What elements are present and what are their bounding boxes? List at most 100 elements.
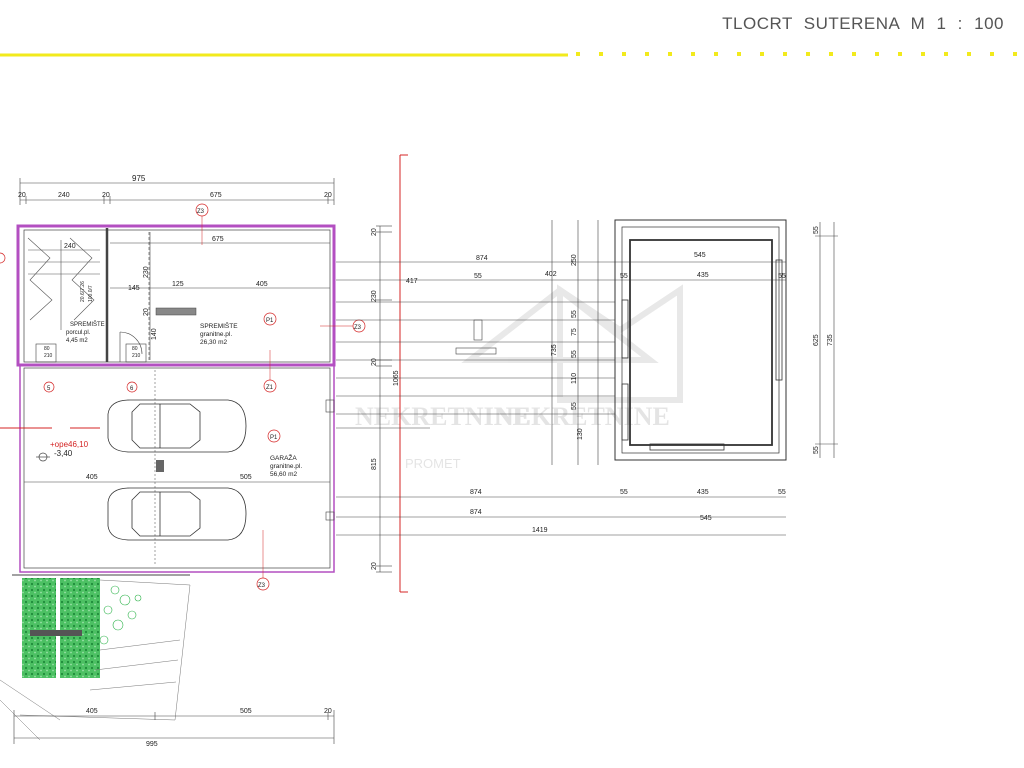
stair-note2: 100.0/7 [88,285,94,302]
tag-z3-bottom: Z3 [258,583,266,589]
watermark-text-2: NEKRETNINE [495,402,670,431]
vdim-mid-5: 55 [571,402,578,410]
vdim-2: 230 [143,266,150,278]
stair-note: 20.6/7.26 [80,281,86,302]
dim-top-3: 20 [102,192,110,199]
level-bottom: -3,40 [54,449,73,458]
dim-bottom-2: 505 [240,708,252,715]
vertical-dim-chain [149,225,392,573]
extension-lines [325,220,786,536]
door-1-h: 210 [44,353,53,359]
hdim-r2-c: 402 [545,271,557,278]
vdim-5: 20 [371,358,378,366]
header-band [0,52,1024,57]
vdim-mid-top: 230 [371,290,378,302]
hdim-r2-d: 55 [620,273,628,280]
storage-sub-3: 405 [256,281,268,288]
dim-top-2: 240 [58,192,70,199]
storage-room-name: SPREMIŠTE [200,321,238,330]
storage-room-floor: granitne.pl. [200,331,232,338]
vdim-8: 20 [371,562,378,570]
hdim-r4-b: 545 [700,515,712,522]
dim-bottom-1: 405 [86,708,98,715]
vdim-mid-small: 250 [571,254,578,266]
car-top [107,399,247,453]
level-top: +ope46,10 [50,440,89,449]
dim-top-5: 20 [324,192,332,199]
tag-circle-6: 6 [130,386,134,392]
hdim-r3-a: 874 [470,489,482,496]
watermark: NEKRETNINE NEKRETNINE PROMET [355,284,683,471]
hdim-r2-a: 417 [406,278,418,285]
watermark-text-1: NEKRETNINE [355,402,530,431]
garage-room-name: GARAŽA [270,453,297,462]
tag-markers [0,203,366,591]
staircase [27,237,100,330]
vdim-right-3: 55 [813,446,820,454]
dim-top-4: 675 [210,192,222,199]
storage-width: 675 [212,236,224,243]
tag-z3-right: Z3 [354,325,362,331]
right-vertical-dims [815,222,838,458]
hdim-r3-c: 435 [697,489,709,496]
hdim-r3-b: 55 [620,489,628,496]
level-marker [36,452,50,462]
stair-room-name: SPREMIŠTE [70,321,105,328]
dim-top-1: 20 [18,192,26,199]
vdim-right-total: 735 [827,334,834,346]
door-1-w: 80 [44,346,50,352]
garage-sub-2: 505 [240,474,252,481]
vdim-7: 815 [371,458,378,470]
garage-sub-1: 405 [86,474,98,481]
vdim-4: 140 [151,328,158,340]
dim-bottom-total: 995 [146,741,158,748]
stair-room-area: 4,45 m2 [66,338,88,344]
column [156,460,164,472]
doors [35,232,150,363]
tag-p1-storage: P1 [266,318,274,324]
stair-width: 240 [64,243,76,250]
vdim-mid-1: 55 [571,310,578,318]
vdim-mid-6: 130 [577,428,584,440]
section-lines [0,154,408,593]
garage-inner-dims [24,370,330,565]
annex-room [614,219,787,461]
tag-z1-storage: Z1 [266,385,274,391]
hdim-r1-b: 545 [694,252,706,259]
top-dimensions [19,178,335,205]
garage-room-floor: granitne.pl. [270,463,302,470]
storage-sub-1: 145 [128,285,140,292]
hdim-r3-d: 55 [778,489,786,496]
vdim-right-1: 55 [813,226,820,234]
bottom-dimensions [13,710,335,744]
hdim-r4-a: 874 [470,509,482,516]
storage-inner-dims [110,242,330,316]
hdim-r5: 1419 [532,527,548,534]
watermark-text-3: PROMET [405,456,461,471]
drawing-title: TLOCRT SUTERENA M 1 : 100 [722,14,1004,33]
car-bottom [107,487,247,541]
vdim-mid-2: 75 [571,328,578,336]
garden [0,578,191,741]
tag-z3-top: Z3 [197,209,205,215]
garage-room-area: 56,60 m2 [270,471,297,478]
tag-p1-garage: P1 [270,435,278,441]
hdim-r2-e: 435 [697,272,709,279]
building-walls [12,224,336,576]
vdim-mid-total: 735 [551,344,558,356]
vdim-3: 20 [143,308,150,316]
door-2-w: 80 [132,346,138,352]
storage-room-area: 26,30 m2 [200,339,227,346]
vdim-right-2: 625 [813,334,820,346]
tag-circle-5: 5 [47,386,51,392]
door-2-h: 210 [132,353,141,359]
vdim-mid-3: 55 [571,350,578,358]
stair-room-floor: porcul.pl. [66,330,91,336]
dim-bottom-3: 20 [324,708,332,715]
tag-leaders [201,216,353,578]
hdim-r1-a: 874 [476,255,488,262]
dim-total-top: 975 [132,174,146,183]
vdim-1: 20 [371,228,378,236]
vdim-mid-4: 110 [571,373,578,384]
